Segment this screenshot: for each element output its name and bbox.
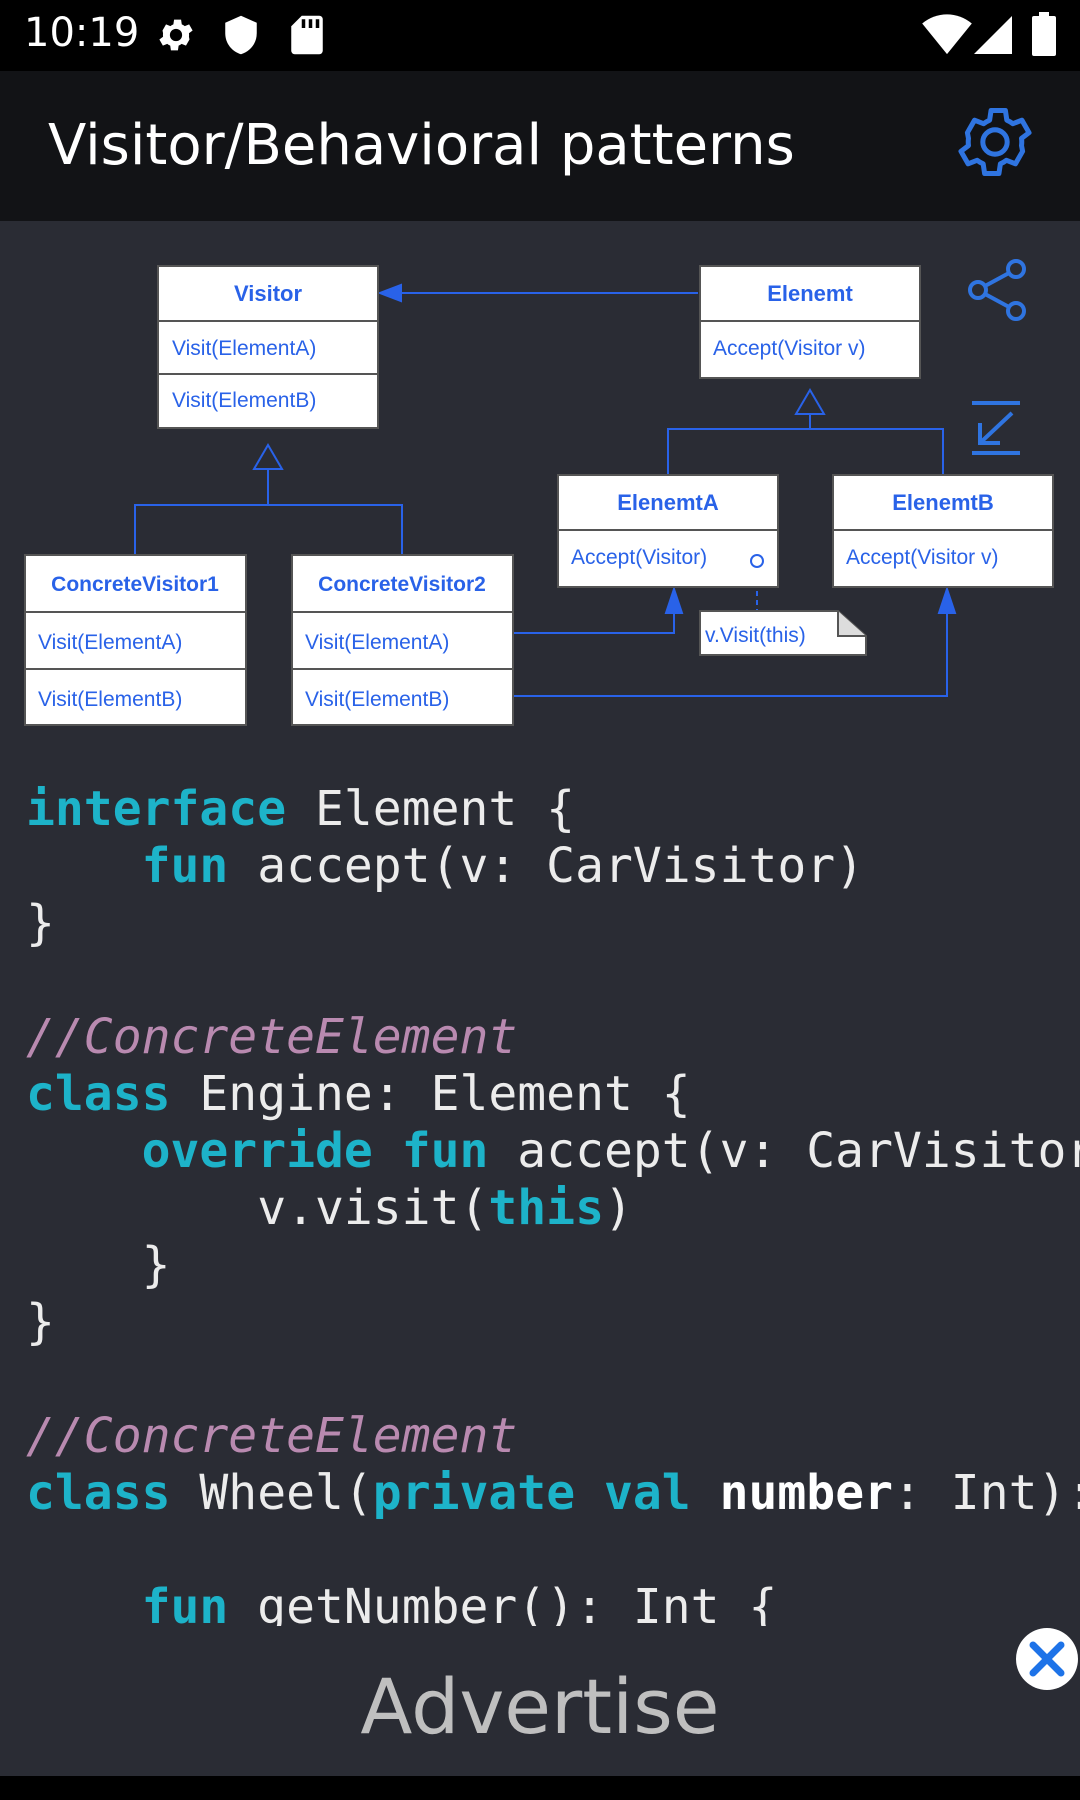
battery-icon xyxy=(1032,12,1056,56)
code-token: v.visit( xyxy=(26,1180,489,1236)
uml-class-visitor: Visitor Visit(ElementA) Visit(ElementB) xyxy=(157,265,379,429)
code-token: class xyxy=(26,1465,171,1521)
uml-class-concrete-visitor1: ConcreteVisitor1 Visit(ElementA) Visit(E… xyxy=(24,554,247,726)
uml-method: Visit(ElementA) xyxy=(38,631,182,654)
uml-class-title: ConcreteVisitor2 xyxy=(318,573,486,596)
sd-card-icon xyxy=(291,15,323,55)
ad-close-button[interactable] xyxy=(1016,1628,1078,1690)
settings-button[interactable] xyxy=(952,99,1038,185)
code-token: accept(v: CarVisitor xyxy=(488,1123,1080,1179)
code-line: fun accept(v: CarVisitor) xyxy=(26,838,1080,895)
gear-icon xyxy=(958,107,1032,177)
collapse-button[interactable] xyxy=(966,399,1026,459)
code-token: : Int): xyxy=(893,1465,1080,1521)
code-token: fun xyxy=(141,1579,229,1626)
code-token: interface xyxy=(26,781,287,837)
code-token: class xyxy=(26,1066,171,1122)
uml-diagram: Visitor Visit(ElementA) Visit(ElementB) … xyxy=(24,265,1054,726)
code-token: fun xyxy=(401,1123,489,1179)
status-time: 10:19 xyxy=(24,10,140,56)
code-token xyxy=(26,838,142,894)
uml-note: v.Visit(this) xyxy=(699,610,867,656)
ad-label: Advertise xyxy=(360,1662,720,1751)
uml-method: Visit(ElementB) xyxy=(38,688,182,711)
uml-method: Accept(Visitor v) xyxy=(846,546,999,569)
uml-class-title: ElenemtB xyxy=(892,490,993,515)
page-title: Visitor/Behavioral patterns xyxy=(48,113,795,178)
uml-class-title: ConcreteVisitor1 xyxy=(51,573,219,596)
share-icon xyxy=(968,259,1026,321)
uml-class-element: Elenemt Accept(Visitor v) xyxy=(699,265,921,379)
code-token: //ConcreteElement xyxy=(26,1408,518,1464)
code-line: fun getNumber(): Int { xyxy=(26,1579,1080,1626)
code-line: interface Element { xyxy=(26,781,1080,838)
collapse-arrow-icon xyxy=(972,401,1020,455)
code-line: } xyxy=(26,1294,1080,1351)
code-token: Engine: Element { xyxy=(170,1066,691,1122)
code-token: } xyxy=(26,895,55,951)
uml-class-title: Visitor xyxy=(234,281,303,306)
note-text: v.Visit(this) xyxy=(705,624,806,647)
code-token xyxy=(575,1465,604,1521)
uml-method: Accept(Visitor v) xyxy=(713,337,866,360)
uml-method: Visit(ElementB) xyxy=(172,389,316,412)
close-icon xyxy=(1018,1630,1076,1688)
code-line: class Wheel(private val number: Int): xyxy=(26,1465,1080,1522)
code-line: //ConcreteElement xyxy=(26,1408,1080,1465)
navigation-bar xyxy=(0,1776,1080,1800)
status-bar: 10:19 xyxy=(0,0,1080,71)
shield-icon xyxy=(225,15,257,55)
uml-class-concrete-visitor2: ConcreteVisitor2 Visit(ElementA) Visit(E… xyxy=(291,554,514,726)
code-line: v.visit(this) xyxy=(26,1180,1080,1237)
code-line xyxy=(26,1522,1080,1579)
code-token: Element { xyxy=(286,781,576,837)
uml-method: Visit(ElementA) xyxy=(305,631,449,654)
code-token: fun xyxy=(141,838,229,894)
code-line: override fun accept(v: CarVisitor xyxy=(26,1123,1080,1180)
code-line xyxy=(26,1351,1080,1408)
content-area: Visitor Visit(ElementA) Visit(ElementB) … xyxy=(0,221,1080,1626)
code-line: } xyxy=(26,1237,1080,1294)
code-line: //ConcreteElement xyxy=(26,1009,1080,1066)
uml-class-element-a: ElenemtA Accept(Visitor) xyxy=(557,474,779,588)
wifi-icon xyxy=(922,14,972,55)
uml-class-title: ElenemtA xyxy=(617,490,719,515)
gear-icon xyxy=(159,19,193,51)
code-token: override xyxy=(141,1123,373,1179)
code-line: class Engine: Element { xyxy=(26,1066,1080,1123)
code-token: getNumber(): Int { xyxy=(228,1579,778,1626)
code-line xyxy=(26,952,1080,1009)
code-token: Wheel( xyxy=(170,1465,373,1521)
code-token xyxy=(26,1579,142,1626)
code-token xyxy=(26,1123,142,1179)
code-token xyxy=(691,1465,720,1521)
uml-method: Visit(ElementA) xyxy=(172,337,316,360)
code-token: } xyxy=(26,1294,55,1350)
code-token: accept(v: CarVisitor) xyxy=(228,838,865,894)
uml-class-title: Elenemt xyxy=(767,281,853,306)
uml-method: Visit(ElementB) xyxy=(305,688,449,711)
code-token xyxy=(373,1123,402,1179)
code-token: } xyxy=(26,1237,171,1293)
code-token: ) xyxy=(603,1180,633,1236)
signal-icon xyxy=(974,16,1012,54)
ad-banner[interactable]: Advertise xyxy=(0,1626,1080,1776)
code-token: //ConcreteElement xyxy=(26,1009,518,1065)
uml-class-element-b: ElenemtB Accept(Visitor v) xyxy=(832,474,1054,588)
code-token: this xyxy=(488,1180,604,1236)
code-line: } xyxy=(26,895,1080,952)
code-token: private xyxy=(372,1465,576,1521)
code-listing: interface Element { fun accept(v: CarVis… xyxy=(26,781,1080,1626)
code-token: number xyxy=(719,1465,893,1521)
app-bar: Visitor/Behavioral patterns xyxy=(0,71,1080,221)
share-button[interactable] xyxy=(958,251,1036,329)
code-token: val xyxy=(604,1465,691,1521)
uml-method: Accept(Visitor) xyxy=(571,546,707,569)
